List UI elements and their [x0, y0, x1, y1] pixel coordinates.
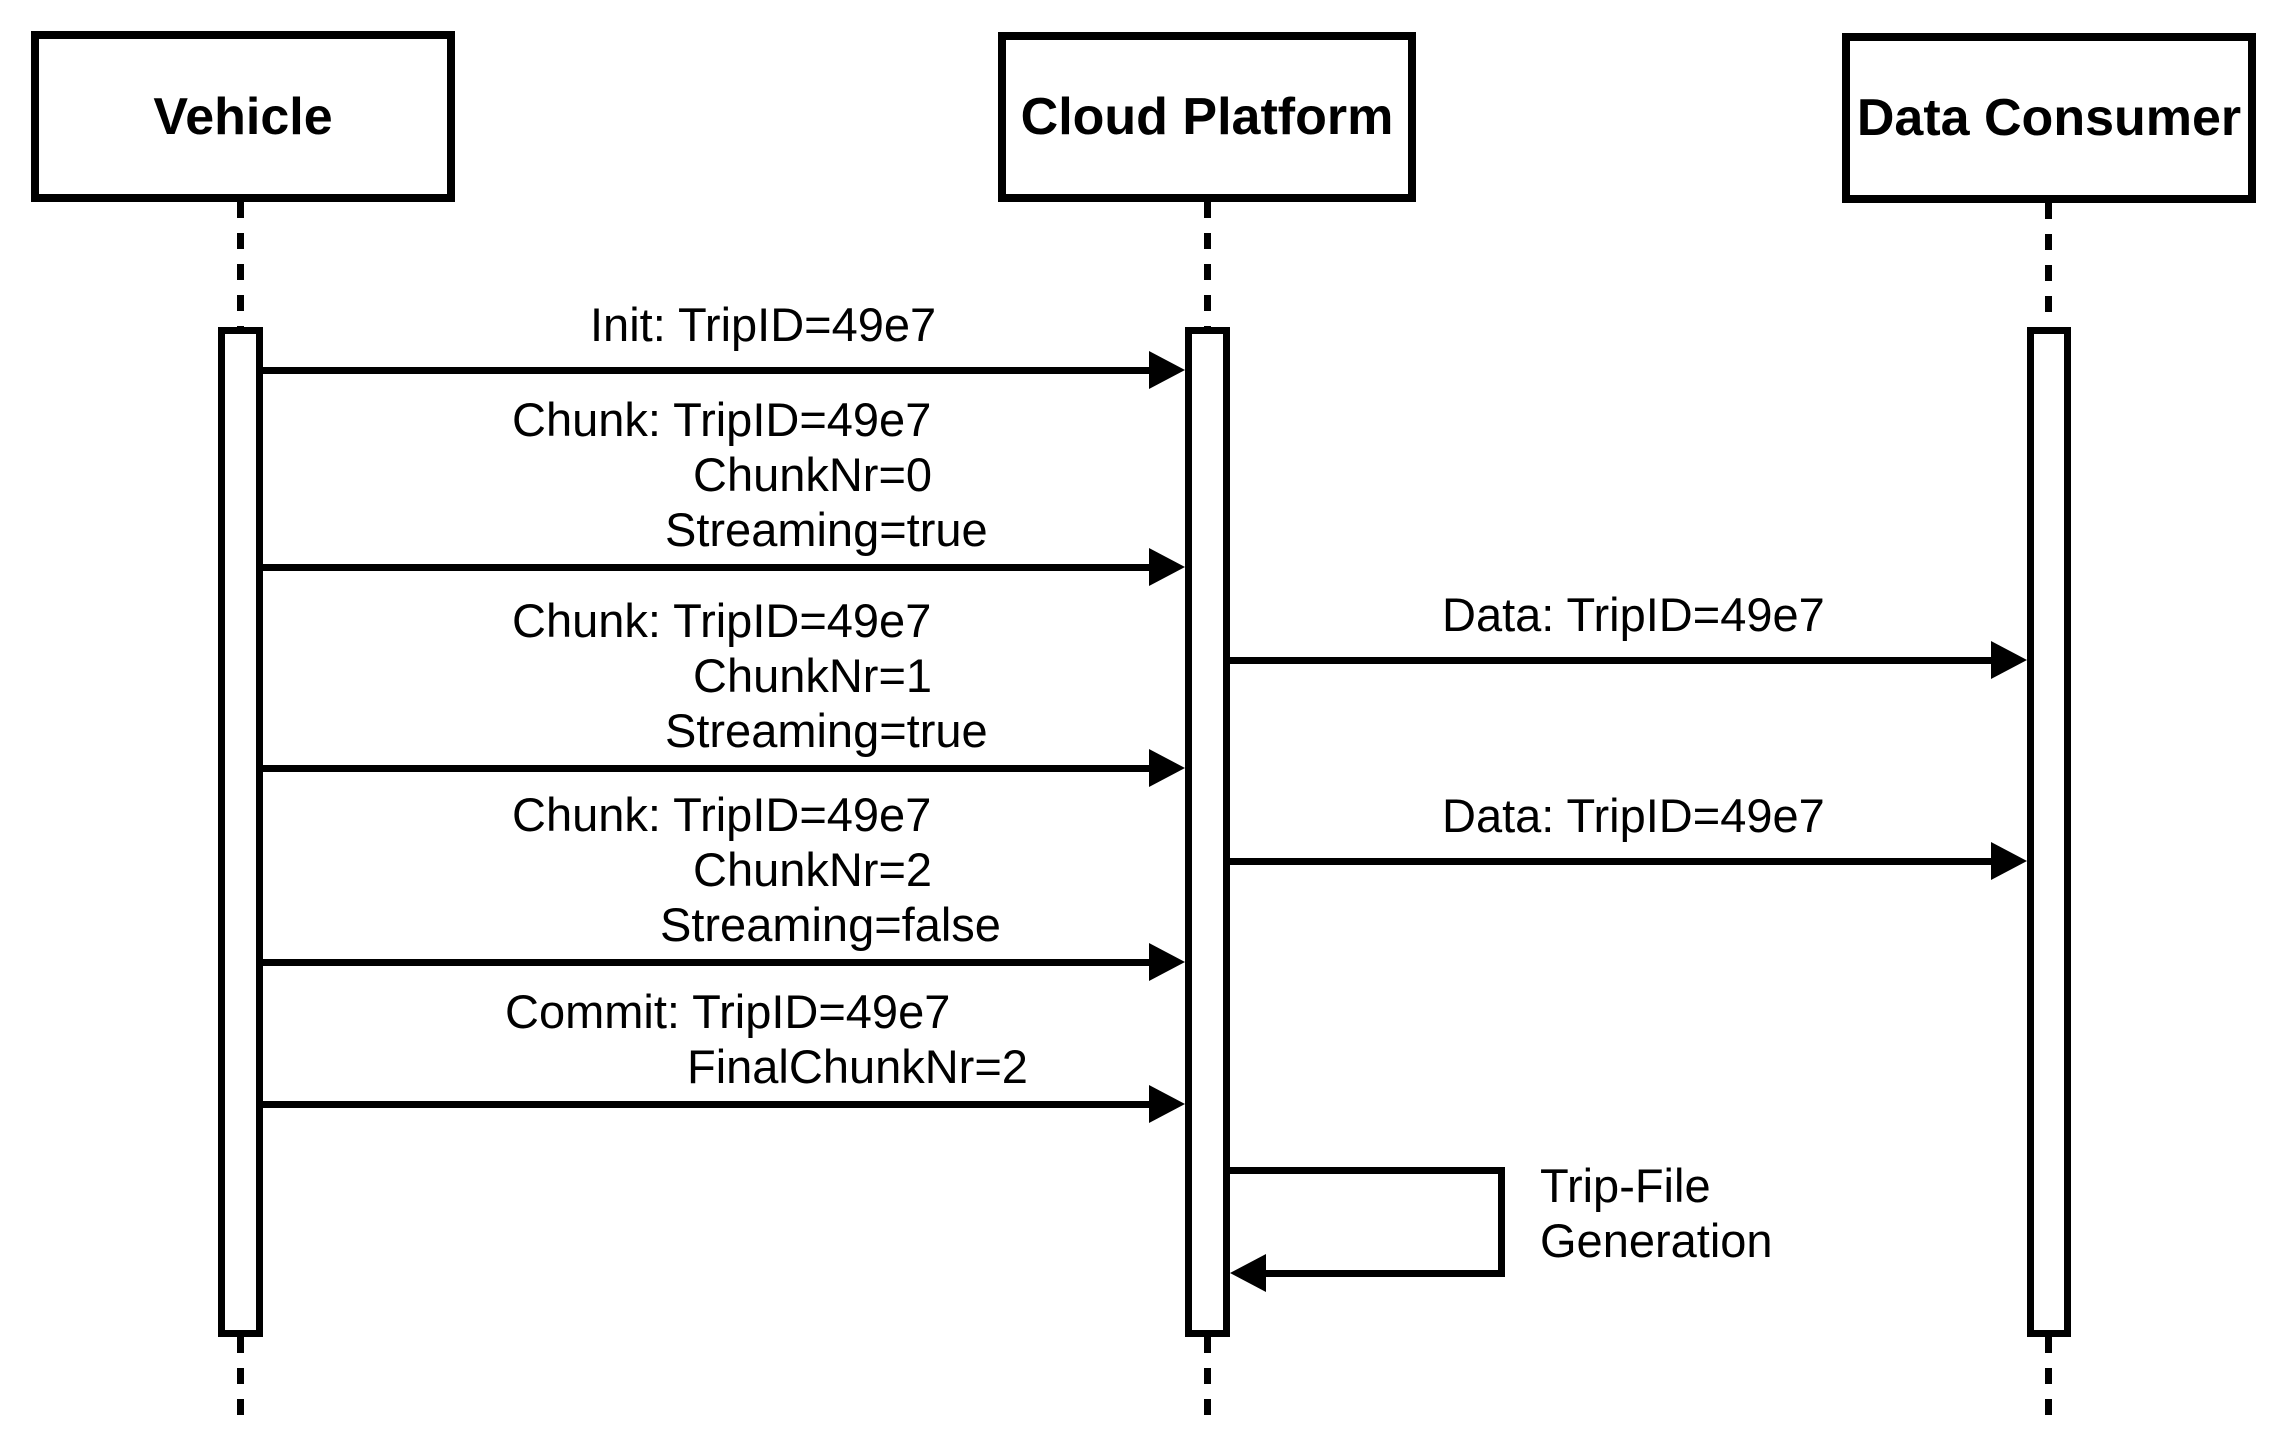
lifeline-data-consumer-top	[2045, 203, 2052, 327]
message-arrow-init	[263, 367, 1153, 374]
message-label-chunk2-line1: Chunk: TripID=49e7	[512, 788, 932, 841]
self-message-top-line	[1230, 1167, 1505, 1174]
message-label-chunk1-line2: ChunkNr=1	[693, 649, 933, 702]
message-arrow-chunk2	[263, 959, 1153, 966]
arrowhead-right-icon	[1149, 351, 1185, 389]
message-label-chunk2-line3: Streaming=false	[660, 898, 1001, 951]
message-label-chunk0-line1: Chunk: TripID=49e7	[512, 393, 932, 446]
self-message-right-line	[1498, 1167, 1505, 1277]
activation-bar-vehicle	[218, 327, 263, 1337]
message-label-commit-line1: Commit: TripID=49e7	[505, 985, 951, 1038]
arrowhead-right-icon	[1149, 749, 1185, 787]
message-label-data2: Data: TripID=49e7	[1442, 789, 1825, 842]
message-arrow-commit	[263, 1101, 1153, 1108]
actor-label-data-consumer: Data Consumer	[1856, 89, 2242, 147]
message-label-data1: Data: TripID=49e7	[1442, 588, 1825, 641]
lifeline-data-consumer-bottom	[2045, 1337, 2052, 1425]
message-label-commit-line2: FinalChunkNr=2	[687, 1040, 1028, 1093]
message-arrow-chunk0	[263, 564, 1153, 571]
message-arrow-chunk1	[263, 765, 1153, 772]
actor-label-vehicle: Vehicle	[153, 87, 333, 146]
arrowhead-right-icon	[1991, 842, 2027, 880]
message-label-chunk0-line2: ChunkNr=0	[693, 448, 933, 501]
self-message-label-line1: Trip-File	[1540, 1159, 1711, 1212]
actor-box-vehicle: Vehicle	[31, 31, 455, 202]
arrowhead-right-icon	[1149, 943, 1185, 981]
arrowhead-right-icon	[1149, 548, 1185, 586]
actor-box-data-consumer: Data Consumer	[1842, 33, 2256, 203]
message-label-chunk0-line3: Streaming=true	[665, 503, 988, 556]
message-label-chunk1-line1: Chunk: TripID=49e7	[512, 594, 932, 647]
lifeline-cloud-platform-bottom	[1204, 1337, 1211, 1425]
self-message-bottom-line	[1260, 1270, 1505, 1277]
lifeline-vehicle-bottom	[237, 1337, 244, 1425]
activation-bar-data-consumer	[2027, 327, 2071, 1337]
arrowhead-right-icon	[1991, 641, 2027, 679]
self-message-label-line2: Generation	[1540, 1214, 1773, 1267]
message-label-chunk1-line3: Streaming=true	[665, 704, 988, 757]
message-arrow-data2	[1230, 858, 1995, 865]
message-arrow-data1	[1230, 657, 1995, 664]
actor-label-cloud-platform: Cloud Platform	[1020, 88, 1394, 146]
lifeline-cloud-platform-top	[1204, 202, 1211, 327]
arrowhead-left-icon	[1230, 1254, 1266, 1292]
lifeline-vehicle-top	[237, 202, 244, 327]
message-label-chunk2-line2: ChunkNr=2	[693, 843, 933, 896]
activation-bar-cloud-platform	[1185, 327, 1230, 1337]
actor-box-cloud-platform: Cloud Platform	[998, 32, 1416, 202]
message-label-init: Init: TripID=49e7	[590, 298, 937, 351]
arrowhead-right-icon	[1149, 1085, 1185, 1123]
